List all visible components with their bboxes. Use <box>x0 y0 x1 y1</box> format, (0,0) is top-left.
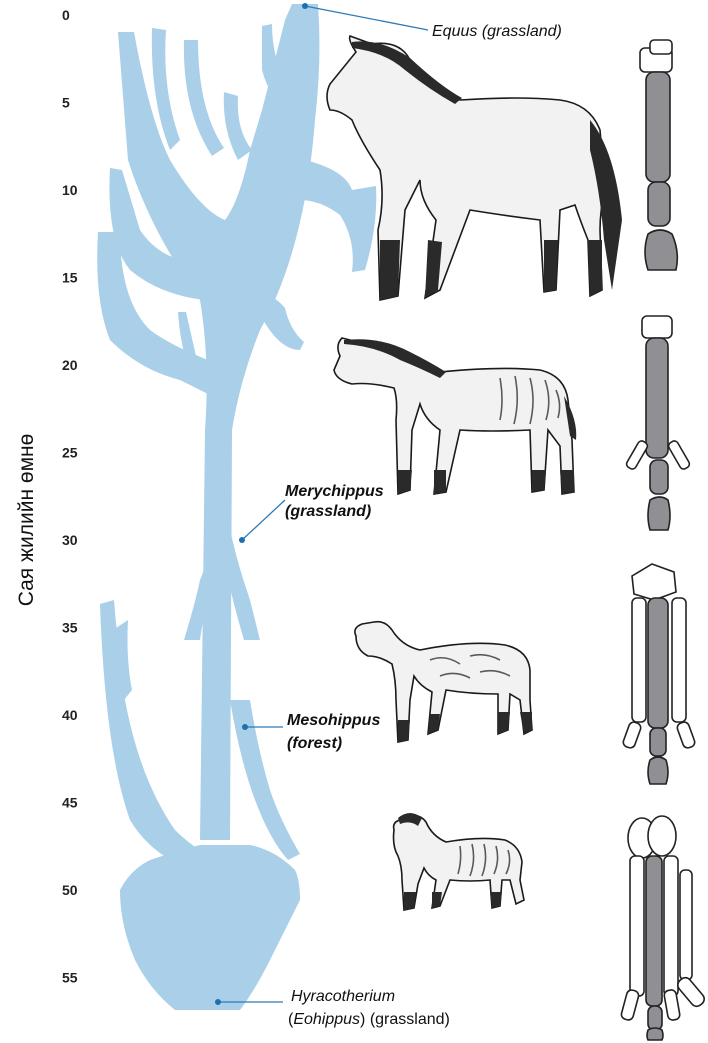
equus-horse-illustration <box>327 36 622 300</box>
hyracotherium-illustration <box>394 813 525 910</box>
mesohippus-illustration <box>355 622 532 742</box>
y-axis-tick: 10 <box>62 182 78 198</box>
label-mesohippus-habitat: (forest) <box>287 735 342 752</box>
label-merychippus-habitat: (grassland) <box>285 503 371 520</box>
y-axis-tick: 15 <box>62 270 78 286</box>
label-mesohippus-name: Mesohippus <box>287 712 380 729</box>
y-axis-tick: 50 <box>62 882 78 898</box>
foot-bones-hyracotherium <box>620 816 706 1040</box>
y-axis-tick: 20 <box>62 357 78 373</box>
dot-merychippus <box>239 537 245 543</box>
y-axis-tick: 25 <box>62 445 78 461</box>
foot-bones-mesohippus <box>622 564 696 784</box>
y-axis-tick: 55 <box>62 970 78 986</box>
leader-equus <box>305 6 428 30</box>
merychippus-illustration <box>334 338 576 494</box>
y-axis-tick: 45 <box>62 795 78 811</box>
label-hyracotherium-name: Hyracotherium <box>291 988 395 1005</box>
y-axis-ticks: 0 5 10 15 20 25 30 35 40 45 50 55 <box>62 7 78 986</box>
dot-hyracotherium <box>215 999 221 1005</box>
foot-bones-merychippus <box>625 316 691 530</box>
label-hyracotherium-habitat: (Eohippus) (grassland) <box>288 1011 450 1028</box>
dot-mesohippus <box>242 724 248 730</box>
y-axis-label: Сая жилийн өмнө <box>15 434 38 607</box>
leader-merychippus <box>242 500 285 540</box>
y-axis-tick: 30 <box>62 532 78 548</box>
dot-equus <box>302 3 308 9</box>
y-axis-tick: 5 <box>62 95 70 111</box>
foot-bones-equus <box>640 40 677 270</box>
label-equus: Equus (grassland) <box>432 23 562 40</box>
y-axis-tick: 40 <box>62 707 78 723</box>
label-merychippus-name: Merychippus <box>285 483 384 500</box>
y-axis-tick: 0 <box>62 7 70 23</box>
y-axis-tick: 35 <box>62 620 78 636</box>
